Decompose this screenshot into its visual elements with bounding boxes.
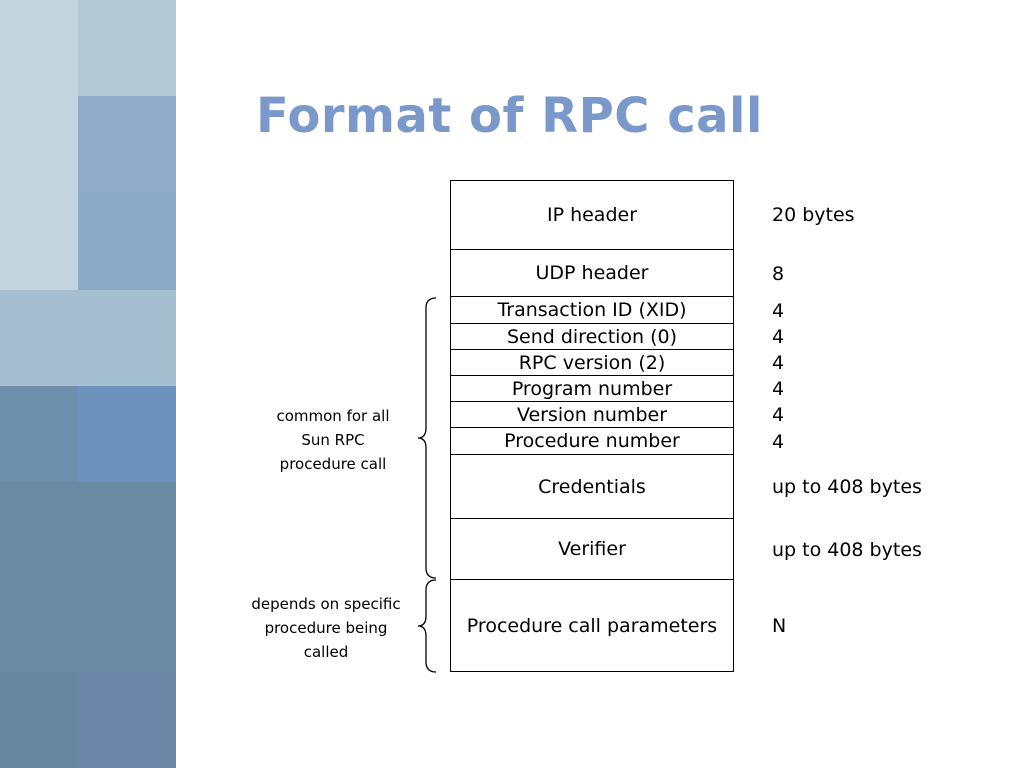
field-transaction-id: Transaction ID (XID) <box>451 297 733 324</box>
annotation-specific-line-3: called <box>303 643 349 661</box>
brace-common <box>417 297 437 579</box>
decorative-side-panel <box>0 0 176 768</box>
size-version-number: 4 <box>772 404 785 426</box>
annotation-common-line-1: common for all <box>276 407 390 425</box>
size-rpc-version: 4 <box>772 352 785 374</box>
field-rpc-version: RPC version (2) <box>451 350 733 376</box>
field-udp-header: UDP header <box>451 250 733 297</box>
size-procedure-number: 4 <box>772 430 785 453</box>
size-send-direction: 4 <box>772 326 785 348</box>
annotation-specific-line-2: procedure being <box>264 619 388 637</box>
size-program-number: 4 <box>772 378 785 400</box>
size-ip-header: 20 bytes <box>772 204 855 226</box>
field-verifier: Verifier <box>451 519 733 580</box>
annotation-specific: depends on specific procedure being call… <box>232 592 420 664</box>
field-version-number: Version number <box>451 402 733 428</box>
size-transaction-id: 4 <box>772 299 785 322</box>
field-procedure-number: Procedure number <box>451 428 733 455</box>
size-udp-header: 8 <box>772 262 785 285</box>
field-credentials: Credentials <box>451 455 733 519</box>
field-ip-header: IP header <box>451 181 733 250</box>
annotation-common-line-2: Sun RPC <box>301 431 365 449</box>
annotation-specific-line-1: depends on specific <box>251 595 401 613</box>
field-send-direction: Send direction (0) <box>451 324 733 350</box>
brace-specific <box>417 579 437 673</box>
annotation-common-line-3: procedure call <box>279 455 387 473</box>
size-procedure-call-parameters: N <box>772 615 787 637</box>
field-program-number: Program number <box>451 376 733 402</box>
slide-title: Format of RPC call <box>256 88 763 144</box>
size-verifier: up to 408 bytes <box>772 538 922 561</box>
size-credentials: up to 408 bytes <box>772 476 922 498</box>
rpc-call-packet: IP header UDP header Transaction ID (XID… <box>450 180 734 672</box>
field-procedure-call-parameters: Procedure call parameters <box>466 615 718 637</box>
annotation-common: common for all Sun RPC procedure call <box>253 404 413 476</box>
